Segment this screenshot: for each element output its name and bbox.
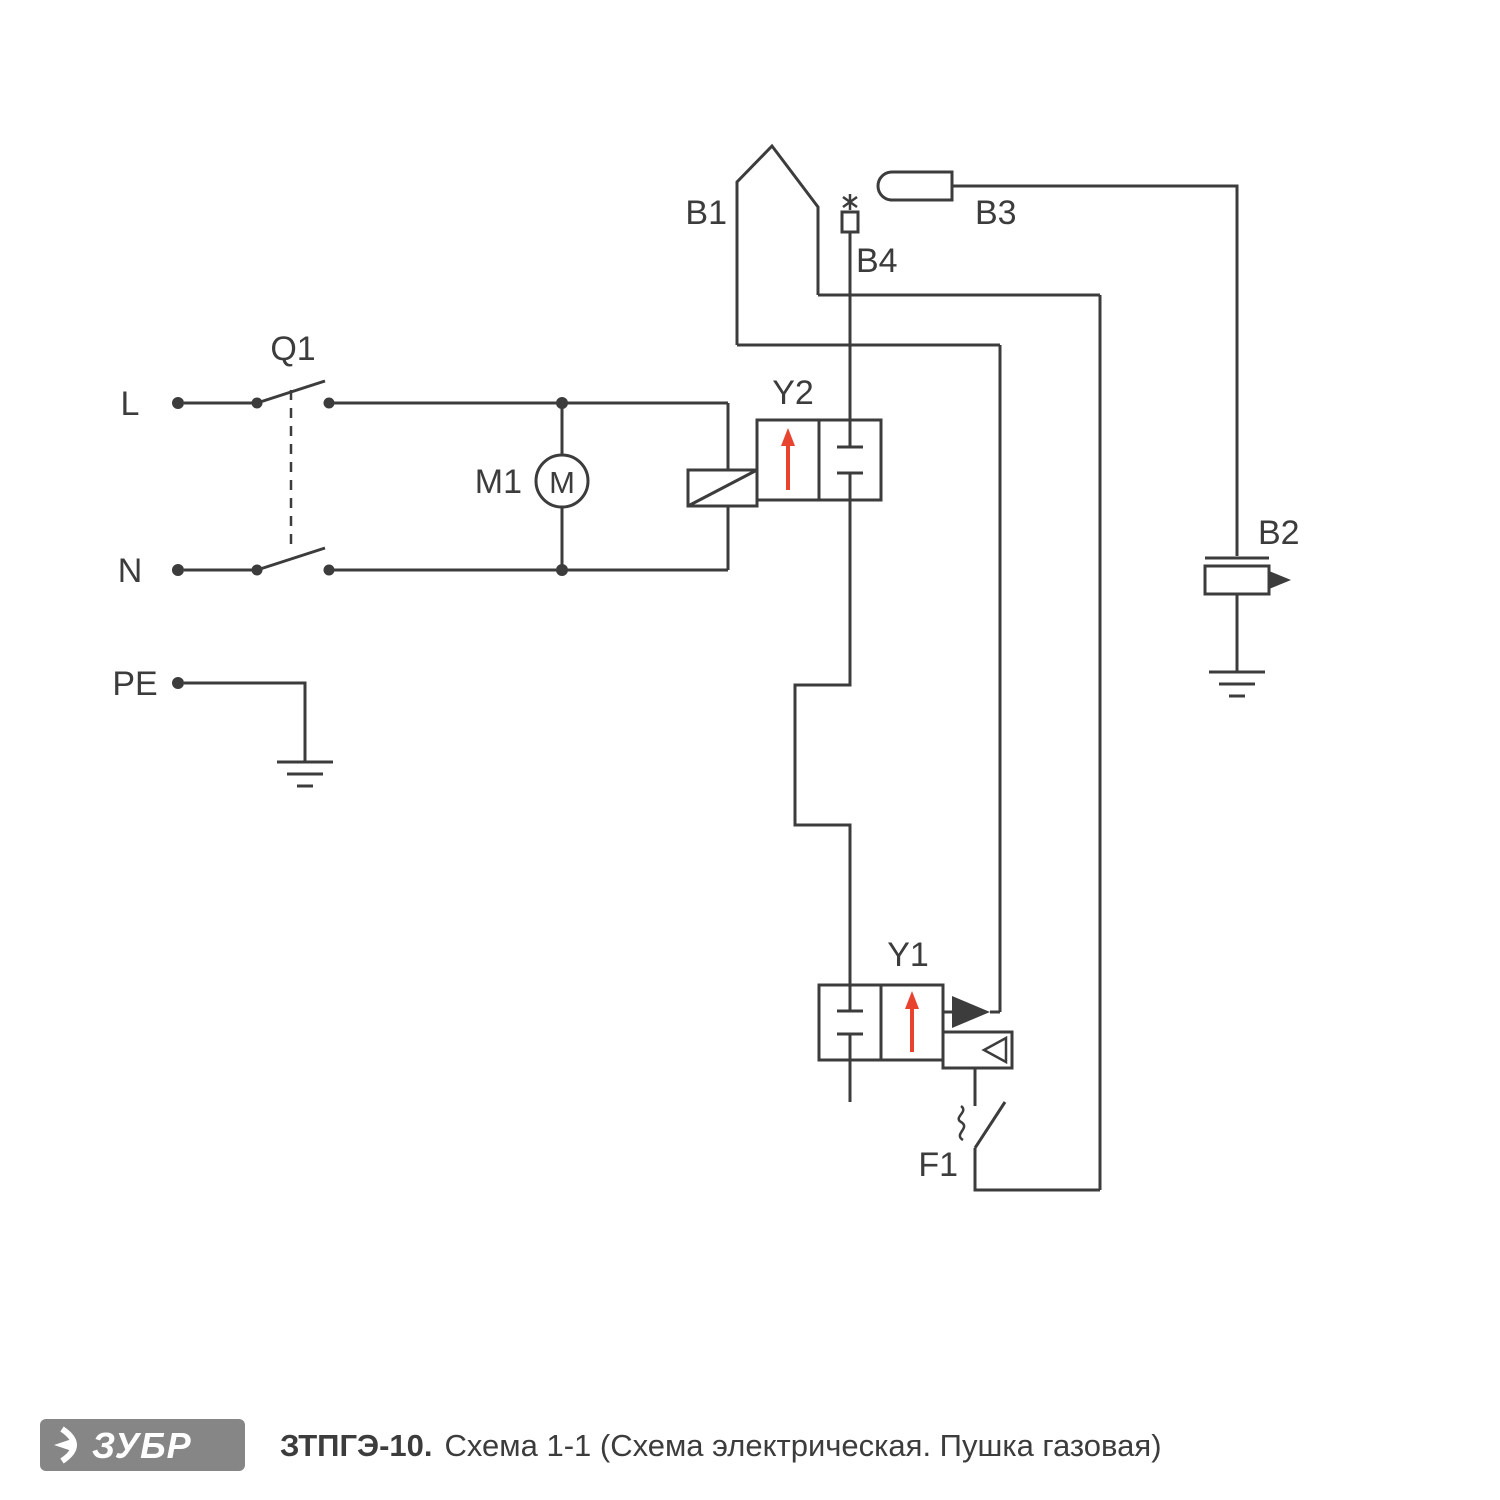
y1-pilot-triangle-icon [981,1035,1008,1065]
terminal-pe-dot [172,677,184,689]
zubr-logo-text: ЗУБР [92,1425,192,1466]
sensor-b3: B3 [876,170,1239,556]
motor-letter: M [549,465,575,500]
sensor-b2: B2 [1203,514,1300,698]
b3-wire [952,184,1239,556]
sensor-b3-icon [876,170,954,202]
zubr-badge [40,1419,245,1471]
footer: ЗУБР ЗТПГЭ-10. Схема 1-1 (Схема электриче… [40,1419,1162,1471]
b2-ground-icon [1209,670,1265,698]
sensor-b2-icon [1203,564,1271,596]
terminal-l-label: L [121,385,140,423]
f1-return-wire [973,1148,1100,1192]
footer-title-description: Схема 1-1 (Схема электрическая. Пушка га… [445,1428,1162,1463]
igniter-b4: B4 [840,194,898,420]
y1-solenoid-coil-icon [941,1030,1014,1070]
terminal-l: L [121,385,257,423]
terminal-pe: PE [112,665,333,788]
burner-b1: B1 [685,143,820,345]
zubr-logo-icon [54,1426,77,1464]
pe-wire [184,681,307,762]
terminal-l-dot [172,397,184,409]
f1-blade [973,1101,1007,1149]
q1-pole2-blade [256,546,326,572]
motor-m1-label: M1 [475,463,522,501]
footer-title: ЗТПГЭ-10. Схема 1-1 (Схема электрическая.… [280,1428,1162,1463]
thermal-switch-f1-label: F1 [918,1146,958,1184]
y1-outlet-arrow-icon [952,996,990,1028]
terminal-n: N [118,552,257,590]
pe-ground-icon [277,760,333,788]
pipe-y2-to-y1 [793,500,852,985]
motor-m1: M M1 [475,397,590,576]
valve-y1-label: Y1 [887,936,929,974]
terminal-n-label: N [118,552,143,590]
terminal-n-dot [172,564,184,576]
valve-y2: Y2 [686,374,883,570]
footer-title-model: ЗТПГЭ-10. [280,1428,433,1463]
burner-b1-shape [735,143,820,345]
f1-thermal-icon [957,1105,966,1142]
sensor-b2-label: B2 [1258,514,1300,552]
thermal-switch-f1: F1 [918,1068,1100,1192]
burner-b1-label: B1 [685,194,727,232]
valve-y2-label: Y2 [772,374,814,412]
sensor-b2-arrow-icon [1269,571,1291,589]
igniter-b4-label: B4 [856,242,898,280]
valve-y1: Y1 [817,936,1014,1102]
sensor-b3-label: B3 [975,194,1017,232]
switch-q1-label: Q1 [270,330,315,368]
igniter-b4-icon [840,210,860,234]
motor-junction-bottom [556,564,568,576]
switch-q1: Q1 [251,330,335,576]
terminal-pe-label: PE [112,665,157,703]
